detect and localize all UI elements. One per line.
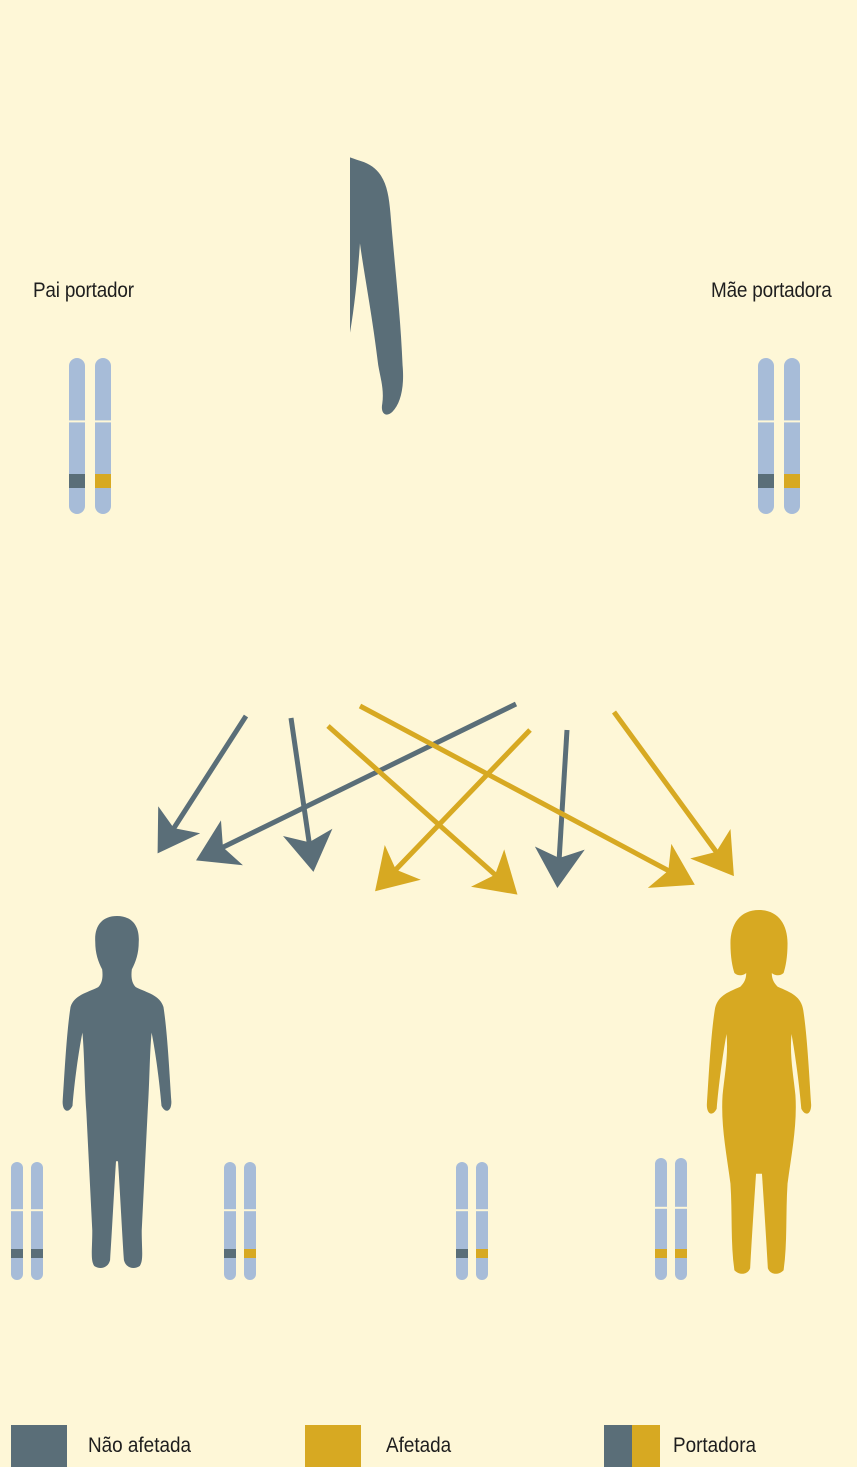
- gene-band: [758, 474, 774, 488]
- mother-figure: [469, 41, 662, 667]
- chromosome: [11, 1162, 23, 1280]
- chromosome: [69, 358, 85, 514]
- legend-carrier-swatch: [604, 1425, 660, 1467]
- mother-chromosome-pair: [758, 358, 800, 514]
- child-2-figure: [276, 908, 380, 1272]
- gene-band: [69, 474, 85, 488]
- chromosome: [31, 1162, 43, 1280]
- father-chromosome-pair: [69, 358, 111, 514]
- legend-affected-label: Afetada: [386, 1434, 451, 1458]
- gene-band: [224, 1249, 236, 1258]
- centromere: [476, 1209, 488, 1211]
- legend-unaffected-swatch: [11, 1425, 67, 1467]
- arrow-mother-to-child1: [205, 704, 516, 856]
- child-4-figure: [707, 910, 811, 1274]
- arrow-father-to-child2: [291, 718, 312, 862]
- chromosome: [456, 1162, 468, 1280]
- centromere: [655, 1207, 667, 1209]
- arrow-father-to-child1: [163, 716, 246, 845]
- chromosome: [476, 1162, 488, 1280]
- centromere: [69, 420, 85, 422]
- centromere: [224, 1209, 236, 1211]
- child-1-figure: [63, 916, 172, 1268]
- gene-band: [784, 474, 800, 488]
- gene-band: [31, 1249, 43, 1258]
- centromere: [11, 1209, 23, 1211]
- centromere: [784, 420, 800, 422]
- gene-band: [476, 1249, 488, 1258]
- child-3-figure: [491, 924, 600, 1276]
- legend-carrier-label: Portadora: [673, 1434, 756, 1458]
- centromere: [758, 420, 774, 422]
- mother-label: Mãe portadora: [711, 279, 832, 303]
- centromere: [95, 420, 111, 422]
- child-4-chromosome-pair: [655, 1158, 687, 1280]
- chromosome: [244, 1162, 256, 1280]
- gene-band: [655, 1249, 667, 1258]
- gene-band: [95, 474, 111, 488]
- chromosome: [655, 1158, 667, 1280]
- arrow-mother-to-child4: [614, 712, 728, 868]
- chromosome: [758, 358, 774, 514]
- chromosome: [784, 358, 800, 514]
- centromere: [675, 1207, 687, 1209]
- child-1-chromosome-pair: [11, 1162, 43, 1280]
- arrow-mother-to-child2: [382, 730, 530, 884]
- centromere: [244, 1209, 256, 1211]
- father-figure: [183, 14, 403, 711]
- gene-band: [11, 1249, 23, 1258]
- inheritance-arrows: [163, 704, 728, 888]
- child-3-chromosome-pair: [456, 1162, 488, 1280]
- gene-band: [456, 1249, 468, 1258]
- legend-unaffected-label: Não afetada: [88, 1434, 191, 1458]
- legend-affected-swatch: [305, 1425, 361, 1467]
- father-label: Pai portador: [33, 279, 134, 303]
- gene-band: [244, 1249, 256, 1258]
- centromere: [456, 1209, 468, 1211]
- child-2-chromosome-pair: [224, 1162, 256, 1280]
- gene-band: [675, 1249, 687, 1258]
- arrow-mother-to-child3: [558, 730, 567, 878]
- centromere: [31, 1209, 43, 1211]
- chromosome: [95, 358, 111, 514]
- chromosome: [224, 1162, 236, 1280]
- chromosome: [675, 1158, 687, 1280]
